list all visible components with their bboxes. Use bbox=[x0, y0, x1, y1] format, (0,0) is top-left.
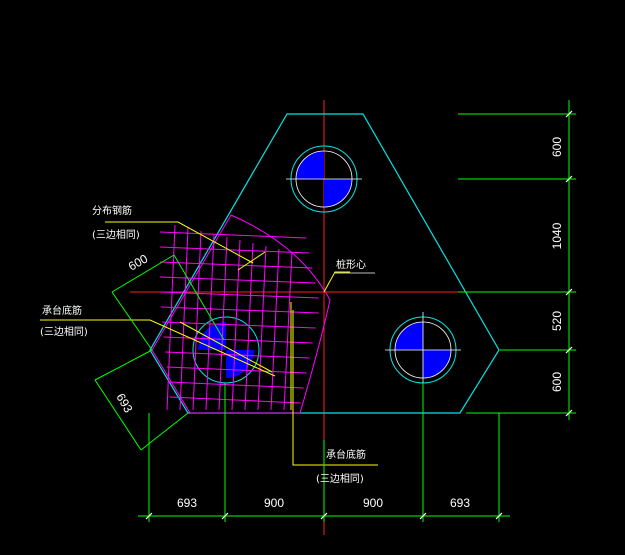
rebar-line-vertical bbox=[270, 248, 280, 411]
label-cap-bottom-left-note: (三边相同) bbox=[40, 325, 88, 338]
leader-cap-bottom-left bbox=[40, 319, 276, 377]
dim-left-lower-line bbox=[94, 379, 142, 451]
rebar-line-horizontal bbox=[159, 276, 316, 284]
bar-mark-3 bbox=[237, 251, 266, 271]
tick bbox=[565, 175, 573, 183]
rebar-line-horizontal bbox=[159, 246, 310, 254]
tick bbox=[320, 512, 328, 520]
dimension-texts: 693 900 900 693 600 1040 520 600 600 693 bbox=[113, 137, 564, 510]
pile-top bbox=[286, 145, 362, 213]
tick bbox=[221, 512, 229, 520]
pile-left-outline bbox=[192, 316, 260, 384]
label-cap-bottom-left: 承台底筋 bbox=[42, 304, 82, 317]
rebar-line-horizontal bbox=[169, 396, 301, 404]
rebar-line-horizontal bbox=[163, 336, 313, 344]
rebar-line-vertical bbox=[257, 245, 267, 411]
dim-left-lower-ext-1 bbox=[94, 349, 153, 381]
rebar-line-vertical bbox=[218, 236, 228, 411]
tick bbox=[145, 512, 153, 520]
label-cap-bottom-bottom: 承台底筋 bbox=[326, 448, 366, 461]
rebar-line-vertical bbox=[283, 251, 293, 411]
label-pile-center: 桩形心 bbox=[336, 258, 366, 271]
rebar-mesh-boundary bbox=[151, 214, 331, 414]
rebar-line-horizontal bbox=[165, 351, 310, 359]
rebar-line-horizontal bbox=[162, 321, 316, 329]
leader-lines bbox=[40, 221, 378, 466]
dim-bottom-1: 693 bbox=[177, 496, 197, 510]
dimension-lines bbox=[94, 100, 576, 522]
dim-left-lower: 693 bbox=[113, 391, 135, 416]
dim-bottom-3: 900 bbox=[363, 496, 383, 510]
annotation-labels: 分布钢筋 (三边相同) 承台底筋 (三边相同) 承台底筋 (三边相同) 桩形心 bbox=[40, 204, 366, 485]
dimension-ticks bbox=[145, 110, 573, 520]
rebar-line-vertical bbox=[205, 233, 215, 411]
dim-left-lower-ext-2 bbox=[140, 412, 189, 451]
label-distribution-bar: 分布钢筋 bbox=[92, 204, 132, 217]
rebar-mesh-lines bbox=[159, 224, 319, 411]
leader-cap-bottom-bottom bbox=[292, 310, 378, 466]
tick bbox=[565, 346, 573, 354]
tick bbox=[565, 110, 573, 118]
pile-top-fill-q1 bbox=[296, 151, 324, 179]
rebar-line-vertical bbox=[244, 242, 254, 411]
pile-right bbox=[385, 312, 461, 388]
dim-left-upper-line bbox=[111, 254, 175, 293]
dim-right-1: 600 bbox=[550, 137, 564, 157]
leader-distribution-bar bbox=[105, 221, 254, 264]
label-distribution-bar-note: (三边相同) bbox=[92, 228, 140, 241]
rebar-line-horizontal bbox=[168, 381, 304, 389]
pile-cap-outline bbox=[149, 113, 500, 414]
pile-top-fill-q3 bbox=[324, 179, 352, 207]
tick bbox=[495, 512, 503, 520]
dim-bottom-4: 693 bbox=[450, 496, 470, 510]
tick bbox=[419, 512, 427, 520]
rebar-line-vertical bbox=[179, 227, 189, 411]
bar-mark-1 bbox=[179, 321, 273, 373]
rebar-line-horizontal bbox=[159, 261, 313, 269]
tick bbox=[565, 409, 573, 417]
tick bbox=[565, 288, 573, 296]
rebar-line-vertical bbox=[192, 230, 202, 411]
dim-left-upper: 600 bbox=[126, 251, 151, 273]
pile-right-fill-q3 bbox=[423, 350, 451, 378]
pile-right-fill-q1 bbox=[395, 322, 423, 350]
rebar-line-horizontal bbox=[159, 231, 307, 239]
rebar-line-horizontal bbox=[160, 306, 319, 314]
leader-pile-center bbox=[323, 271, 350, 293]
dim-right-2: 1040 bbox=[550, 222, 564, 249]
rebar-line-vertical bbox=[166, 224, 176, 411]
rebar-line-horizontal bbox=[166, 366, 307, 374]
rebar-line-horizontal bbox=[159, 291, 319, 299]
dim-left-upper-ext-1 bbox=[173, 254, 225, 341]
dim-right-4: 600 bbox=[550, 372, 564, 392]
dim-left-upper-ext-2 bbox=[111, 291, 153, 351]
label-cap-bottom-bottom-note: (三边相同) bbox=[316, 472, 364, 485]
dim-bottom-2: 900 bbox=[264, 496, 284, 510]
rebar-mesh bbox=[151, 214, 331, 414]
dim-right-3: 520 bbox=[550, 311, 564, 331]
